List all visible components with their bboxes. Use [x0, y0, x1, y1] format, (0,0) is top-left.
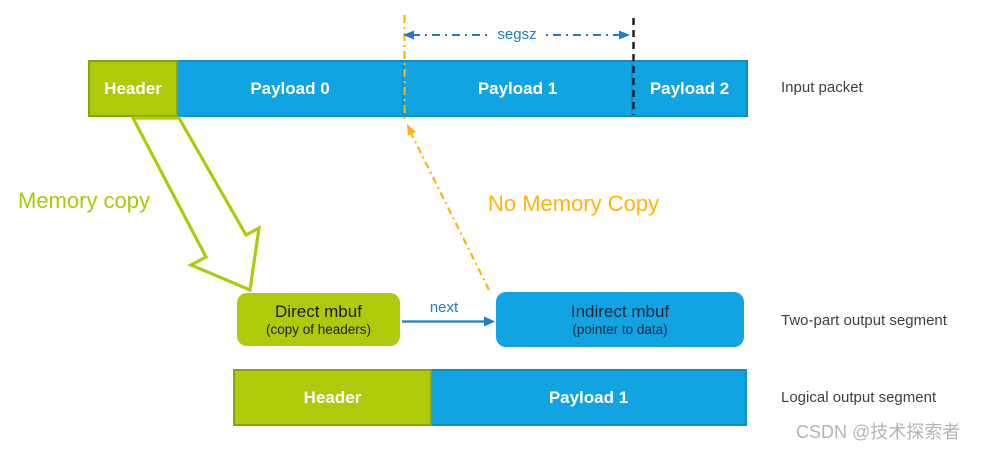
segsz-right-arrowhead-icon [619, 30, 630, 40]
logical-payload1-cell: Payload 1 [432, 369, 747, 426]
memory-copy-arrow-icon [130, 116, 262, 293]
direct-mbuf-title: Direct mbuf [275, 301, 362, 321]
input-payload2-cell: Payload 2 [633, 60, 748, 117]
input-packet-caption: Input packet [781, 79, 863, 96]
next-pointer-label: next [429, 299, 459, 316]
no-memory-copy-arrowhead-icon [407, 124, 416, 136]
no-memory-copy-line [410, 132, 490, 291]
two-part-output-caption: Two-part output segment [781, 312, 947, 329]
input-payload1-cell: Payload 1 [404, 60, 633, 117]
csdn-watermark: CSDN @技术探索者 [796, 422, 961, 442]
input-payload0-cell: Payload 0 [178, 60, 404, 117]
input-packet-bar: Header Payload 0 Payload 1 Payload 2 [88, 60, 748, 117]
no-memory-copy-label: No Memory Copy [488, 191, 660, 216]
logical-output-caption: Logical output segment [781, 389, 937, 406]
next-pointer-arrowhead-icon [484, 316, 495, 327]
indirect-mbuf-title: Indirect mbuf [570, 301, 670, 321]
indirect-mbuf-subtitle: (pointer to data) [572, 321, 668, 337]
logical-output-bar: Header Payload 1 [233, 369, 747, 426]
logical-header-cell: Header [233, 369, 432, 426]
direct-mbuf-subtitle: (copy of headers) [265, 321, 372, 337]
input-header-cell: Header [88, 60, 178, 117]
direct-mbuf-box: Direct mbuf (copy of headers) [237, 293, 400, 346]
segsz-label: segsz [497, 26, 537, 43]
indirect-mbuf-box: Indirect mbuf (pointer to data) [496, 292, 744, 347]
segsz-left-arrowhead-icon [403, 30, 414, 40]
memory-copy-label: Memory copy [18, 188, 151, 213]
